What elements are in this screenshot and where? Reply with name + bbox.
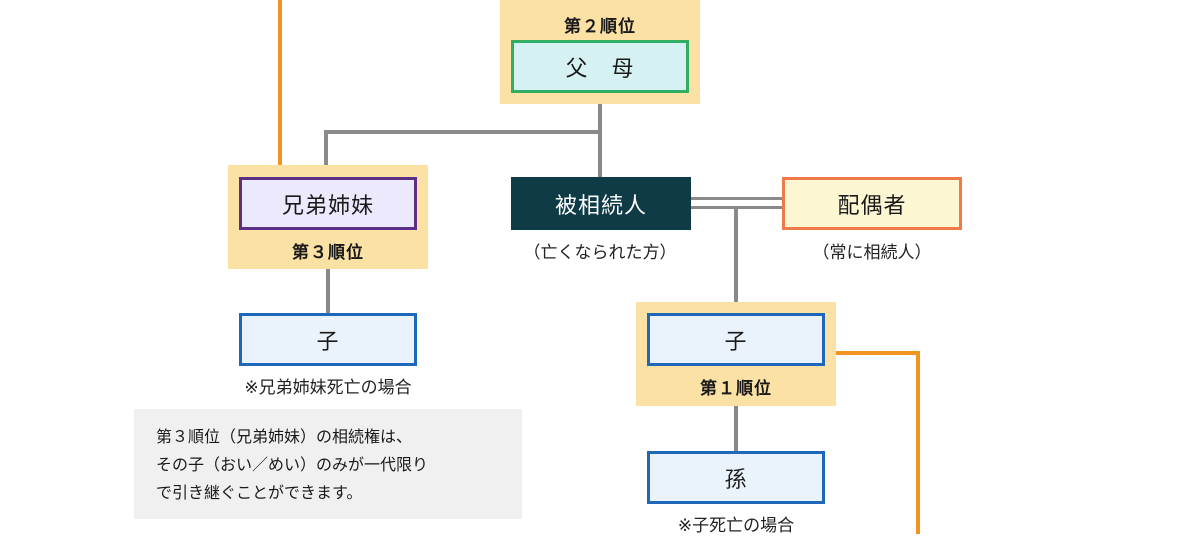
siblings-box: 兄弟姉妹 bbox=[239, 177, 417, 230]
note-line-2: その子（おい／めい）のみが一代限り bbox=[156, 455, 429, 474]
siblings-stem bbox=[324, 130, 328, 178]
siblings-child-box: 子 bbox=[239, 313, 417, 366]
deceased-caption: （亡くなられた方） bbox=[523, 243, 677, 263]
spouse-connector-top bbox=[690, 197, 784, 200]
note-line-1: 第３順位（兄弟姉妹）の相続権は、 bbox=[156, 427, 413, 446]
child-rank-label: 第１順位 bbox=[700, 379, 772, 399]
child-branch-orange-line-vertical bbox=[916, 351, 920, 534]
child-box: 子 bbox=[647, 313, 825, 366]
deceased-box: 被相続人 bbox=[511, 177, 691, 230]
siblings-branch-orange-line bbox=[278, 0, 282, 166]
spouse-box: 配偶者 bbox=[782, 177, 962, 230]
spouse-caption: （常に相続人） bbox=[812, 243, 932, 263]
parents-connector bbox=[598, 104, 602, 178]
child-connector bbox=[734, 206, 738, 304]
siblings-rank-label: 第３順位 bbox=[292, 243, 364, 263]
note-line-3: で引き継ぐことができます。 bbox=[156, 483, 363, 502]
parents-rank-label: 第２順位 bbox=[564, 17, 636, 37]
siblings-child-caption: ※兄弟姉妹死亡の場合 bbox=[244, 378, 412, 398]
grandchild-caption: ※子死亡の場合 bbox=[677, 516, 795, 536]
child-branch-orange-line-horizontal bbox=[836, 351, 920, 355]
parents-box: 父 母 bbox=[511, 40, 689, 93]
siblings-child-connector bbox=[326, 268, 330, 314]
grandchild-box: 孫 bbox=[647, 451, 825, 504]
parents-siblings-connector bbox=[324, 130, 602, 134]
grandchild-connector bbox=[734, 404, 738, 452]
note-box: 第３順位（兄弟姉妹）の相続権は、 その子（おい／めい）のみが一代限り で引き継ぐ… bbox=[134, 409, 522, 519]
